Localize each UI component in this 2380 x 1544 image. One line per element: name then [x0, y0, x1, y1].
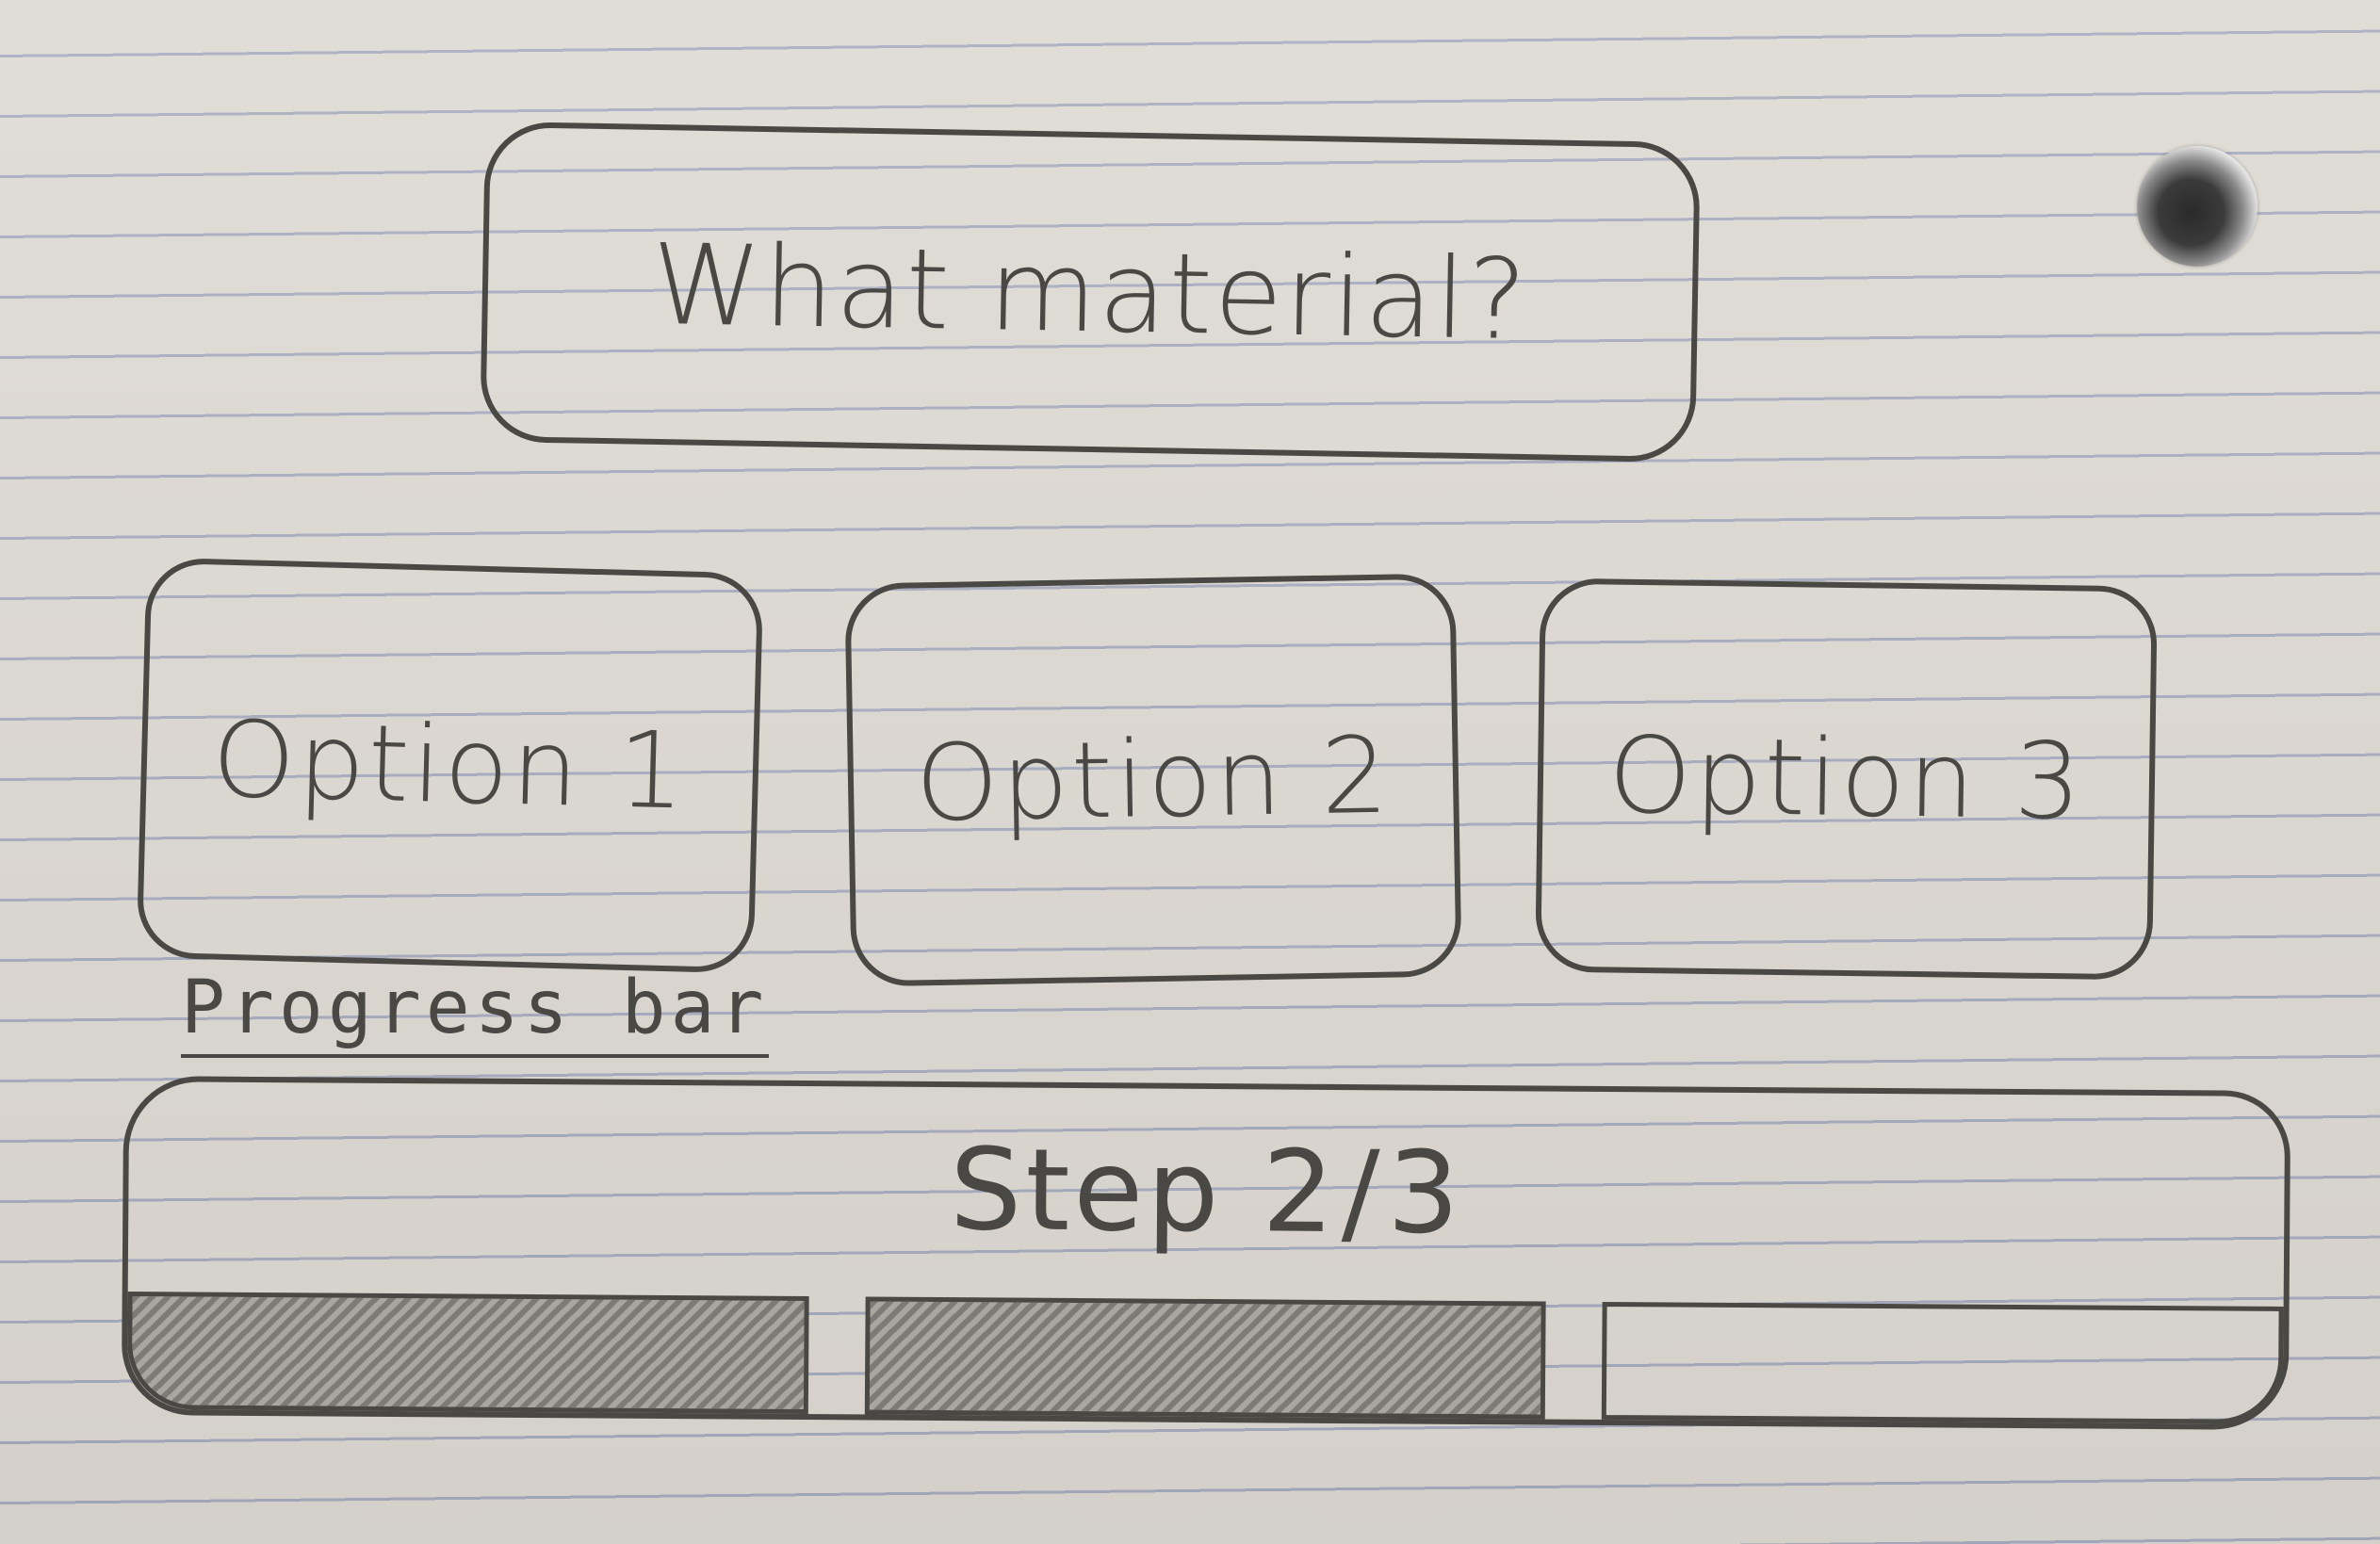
progress-segment-1: [126, 1292, 809, 1415]
progress-bar-annotation: Progress bar: [181, 966, 769, 1058]
question-title: What material?: [650, 219, 1530, 366]
progress-segments: [126, 1292, 2284, 1424]
punch-hole: [2137, 146, 2258, 267]
option-3-label: Option 3: [1607, 714, 2085, 844]
option-2-button[interactable]: Option 2: [844, 573, 1462, 987]
progress-segment-3: [1602, 1301, 2284, 1424]
option-1-button[interactable]: Option 1: [136, 557, 764, 974]
step-separator: /: [1341, 1128, 1384, 1260]
progress-bar: Step 2/3: [121, 1075, 2291, 1431]
option-3-button[interactable]: Option 3: [1535, 577, 2158, 981]
question-title-box: What material?: [480, 121, 1701, 463]
option-2-label: Option 2: [914, 714, 1393, 846]
progress-segment-2: [864, 1296, 1546, 1420]
step-label-text: Step: [949, 1125, 1223, 1259]
current-step: 2: [1262, 1127, 1339, 1259]
step-indicator: Step 2/3: [128, 1119, 2285, 1265]
option-1-label: Option 1: [210, 697, 690, 834]
total-steps: 3: [1386, 1128, 1464, 1260]
